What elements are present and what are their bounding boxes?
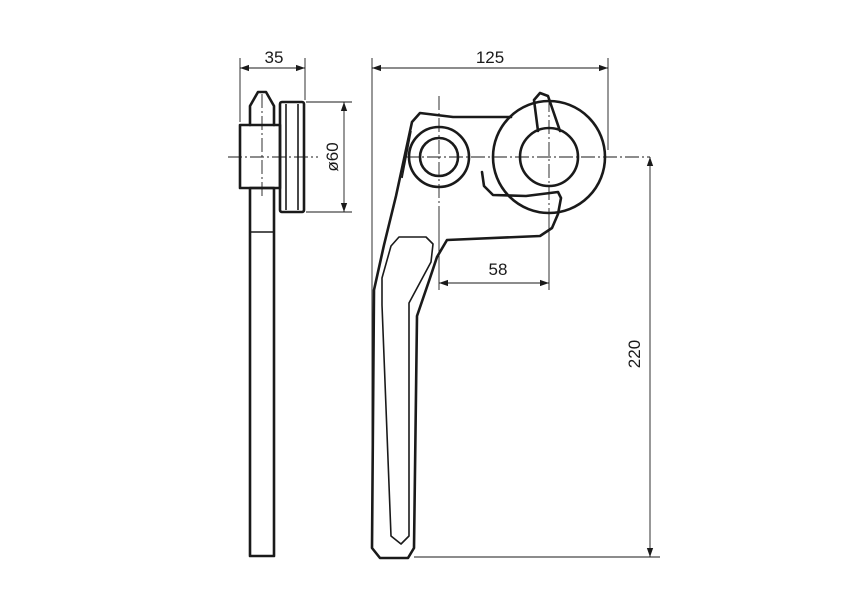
lever-body: [370, 111, 563, 560]
left-hole: [418, 136, 460, 178]
latch-hook: [532, 91, 562, 133]
side-view-handle: [248, 186, 276, 558]
lever-groove: [381, 236, 434, 545]
dim-60-label: ø60: [323, 142, 342, 171]
dim-35-label: 35: [265, 48, 284, 67]
side-view-flange: [278, 100, 306, 214]
left-boss: [407, 125, 471, 189]
side-view-hub: [238, 123, 282, 190]
front-view: 125 58 220: [370, 48, 660, 560]
side-view: 35 ø60: [228, 48, 352, 558]
dim-125-label: 125: [476, 48, 504, 67]
dim-58-label: 58: [489, 260, 508, 279]
side-view-pin: [248, 90, 276, 127]
dim-220-label: 220: [625, 340, 644, 368]
pivot-pin: [518, 126, 580, 188]
lever-boss-edge: [401, 130, 412, 179]
